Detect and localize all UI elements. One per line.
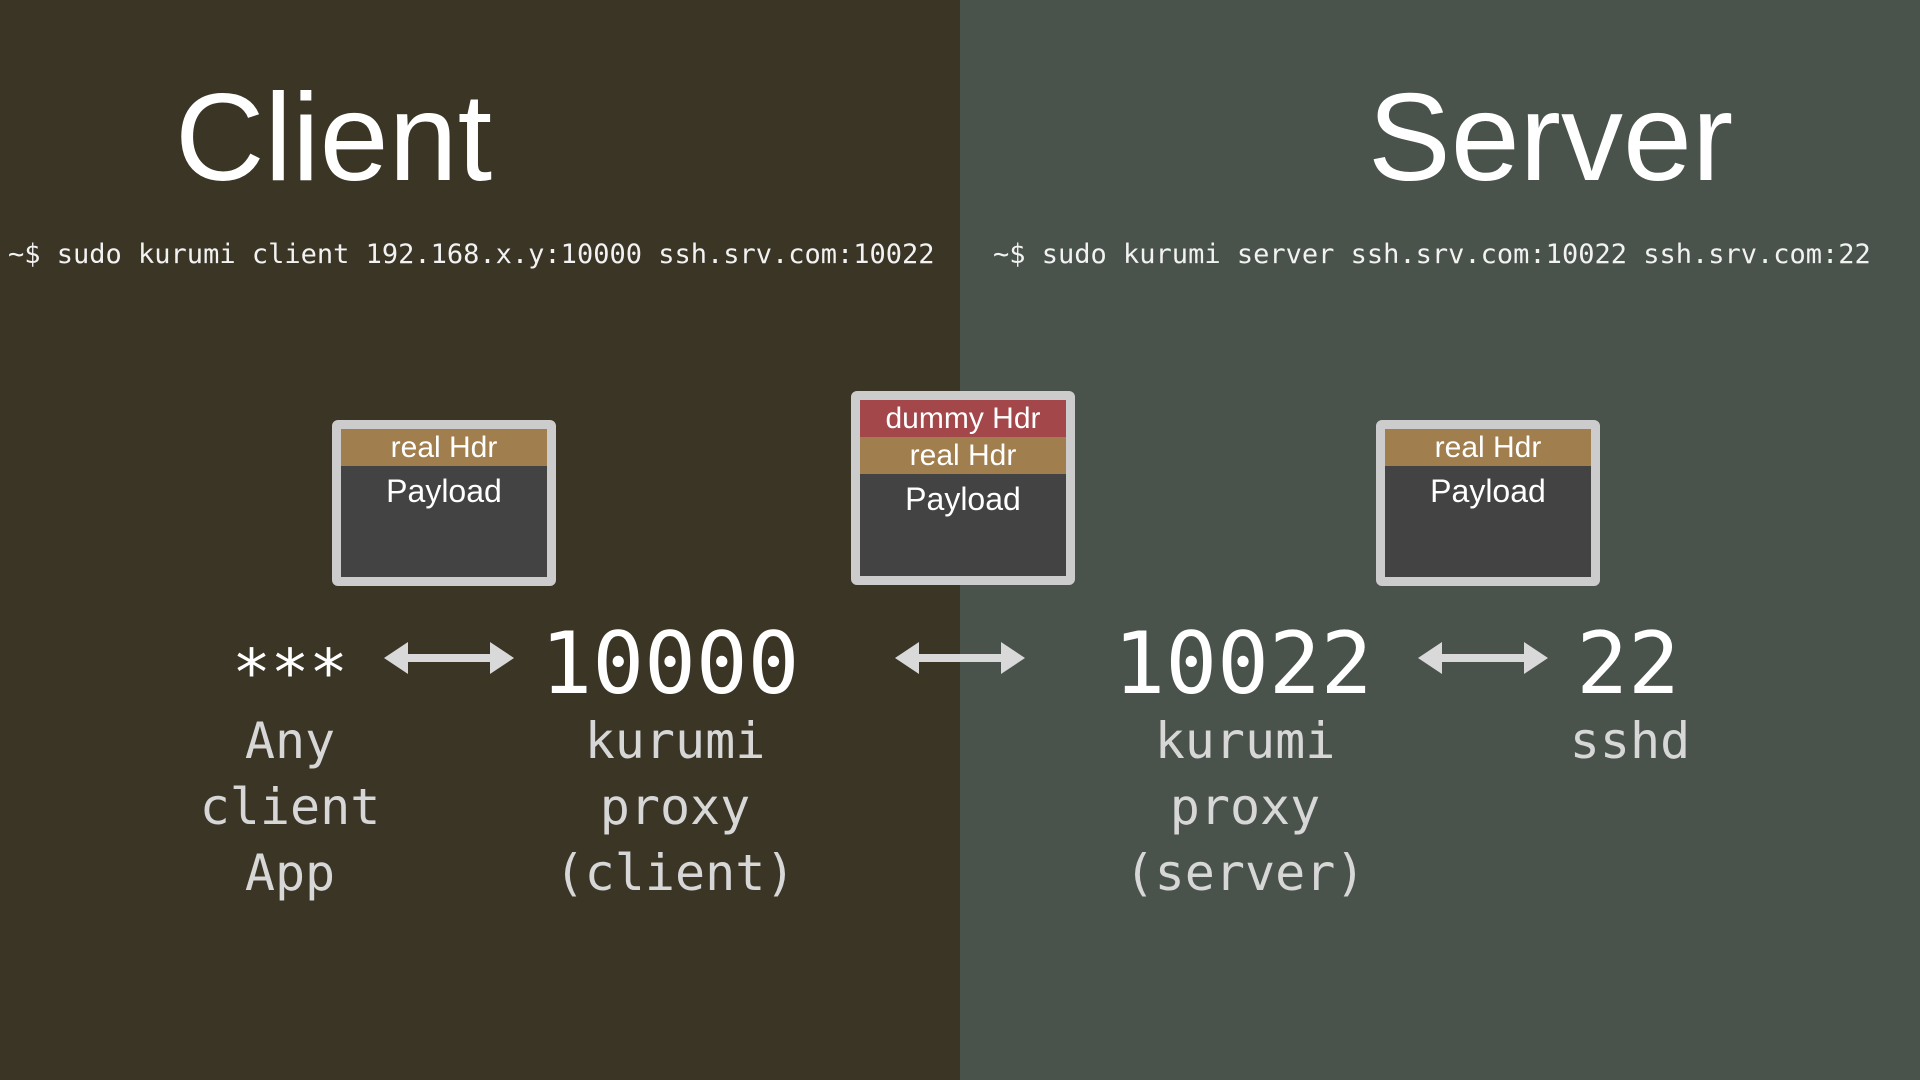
label-line: Any	[244, 712, 336, 770]
double-arrow-icon	[384, 642, 514, 674]
dummy-header: dummy Hdr	[860, 400, 1066, 437]
label-line: (client)	[554, 844, 796, 902]
sshd-label: sshd	[1530, 708, 1730, 774]
sshd-port: 22	[1576, 614, 1680, 714]
kurumi-server-port: 10022	[1113, 614, 1373, 714]
label-line: kurumi	[584, 712, 766, 770]
real-header: real Hdr	[341, 429, 547, 466]
label-line: sshd	[1569, 712, 1691, 770]
label-line: proxy	[599, 778, 751, 836]
client-packet: real Hdr Payload	[332, 420, 556, 586]
server-title: Server	[1368, 69, 1734, 207]
label-line: proxy	[1169, 778, 1321, 836]
server-packet: real Hdr Payload	[1376, 420, 1600, 586]
payload: Payload	[905, 481, 1021, 517]
client-app-label: Any client App	[150, 708, 430, 906]
kurumi-server-label: kurumi proxy (server)	[1090, 708, 1400, 906]
kurumi-client-label: kurumi proxy (client)	[520, 708, 830, 906]
kurumi-client-port: 10000	[540, 614, 800, 714]
client-command: ~$ sudo kurumi client 192.168.x.y:10000 …	[8, 239, 935, 270]
double-arrow-icon	[1418, 642, 1548, 674]
real-header: real Hdr	[860, 437, 1066, 474]
label-line: kurumi	[1154, 712, 1336, 770]
label-line: App	[244, 844, 336, 902]
label-line: (server)	[1124, 844, 1366, 902]
client-app-port: ***	[232, 637, 348, 711]
double-arrow-icon	[895, 642, 1025, 674]
real-header: real Hdr	[1385, 429, 1591, 466]
wrapped-packet: dummy Hdr real Hdr Payload	[851, 391, 1075, 585]
label-line: client	[199, 778, 381, 836]
payload: Payload	[386, 473, 502, 509]
server-command: ~$ sudo kurumi server ssh.srv.com:10022 …	[993, 239, 1871, 270]
payload: Payload	[1430, 473, 1546, 509]
client-title: Client	[175, 69, 493, 207]
